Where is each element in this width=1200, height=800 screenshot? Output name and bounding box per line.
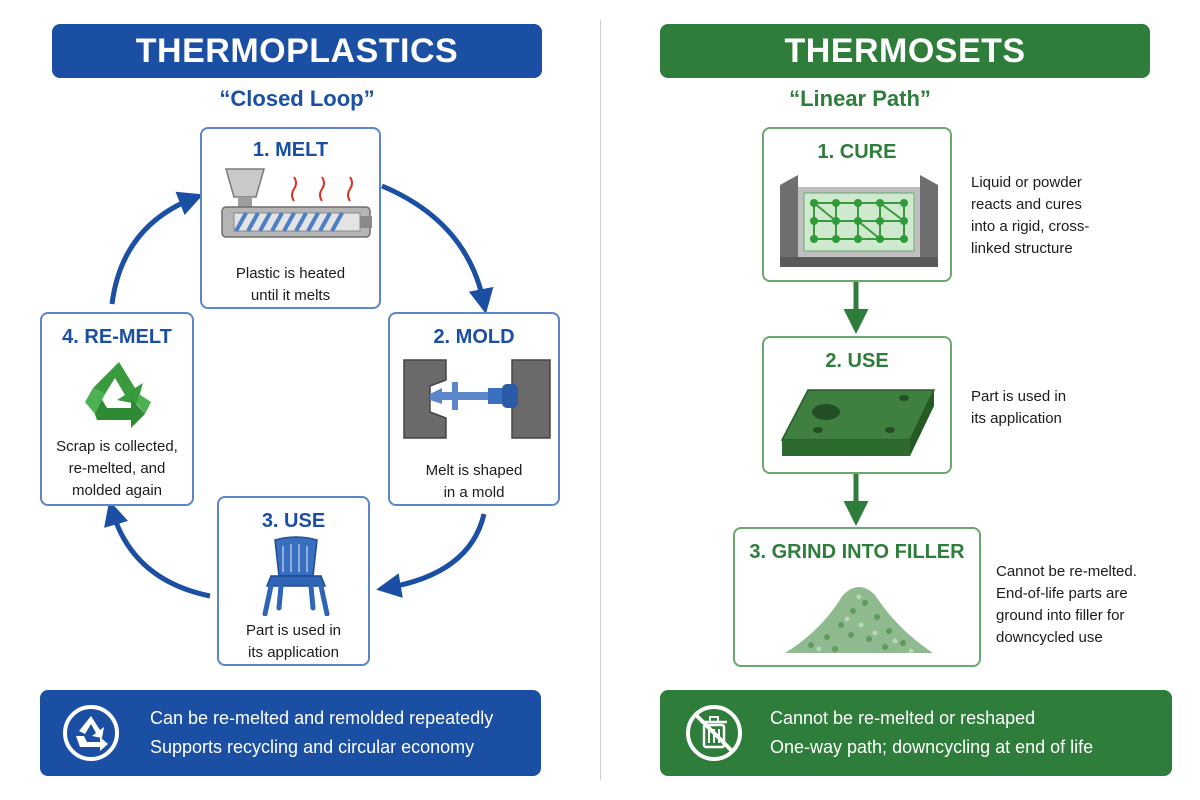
step-card-melt: 1. MELT Plastic is heated until it melts [200,127,381,309]
step-card-mold: 2. MOLD Melt is shaped in a mold [388,312,560,506]
step-desc-line: Scrap is collected, [56,438,178,455]
linear-arrows [843,282,869,526]
arrow-use-to-remelt [104,500,211,599]
footer-line-1: Can be re-melted and remolded repeatedly [150,708,494,728]
granule-pile-icon [785,587,933,654]
no-trash-icon [686,705,742,761]
arrow-melt-to-mold [381,183,494,314]
step-desc-line: re-melted, and [68,460,166,477]
step-card-use-thermoset: 2. USE [762,336,952,474]
thermosets-title: THERMOSETS [784,31,1026,70]
recycle-badge-icon [63,705,119,761]
step-title: 1. CURE [817,141,897,163]
step-title: 2. USE [825,350,889,372]
step-desc-line: its application [248,644,339,661]
step-desc-line: reacts and cures [971,196,1082,213]
step-desc-line: Part is used in [971,388,1067,405]
step-desc-line: downcycled use [996,629,1103,646]
cycle-arrows [104,183,494,599]
step-desc-line: Part is used in [245,622,342,639]
thermosets-banner: THERMOSETS [660,24,1150,78]
recycle-icon [85,362,151,428]
plate-part-icon [780,389,936,456]
step-card-cure: 1. CURE [762,127,952,282]
step-desc-line: Liquid or powder [971,174,1082,191]
step-desc-line: its application [971,410,1062,427]
chair-icon [262,536,330,616]
step-desc-line: until it melts [250,287,331,304]
step-title: 2. MOLD [433,326,515,348]
use-description: Part is used in its application [971,386,1066,430]
mold-icon [403,359,551,439]
crosslink-mold-icon [780,175,938,267]
step-title: 4. RE-MELT [62,326,172,348]
footer-line-1: Cannot be re-melted or reshaped [770,708,1036,728]
step-desc-line: Plastic is heated [235,265,346,282]
thermoplastics-banner: THERMOPLASTICS [52,24,542,78]
step-title: 3. GRIND INTO FILLER [749,541,965,563]
grind-description: Cannot be re-melted. End-of-life parts a… [996,561,1137,649]
step-card-use: 3. USE Part is used in its application [217,496,370,666]
arrow-mold-to-use [376,513,487,598]
step-card-remelt: 4. RE-MELT Scrap is collected, re-melted… [40,312,194,506]
extruder-icon [221,168,372,238]
step-card-grind: 3. GRIND INTO FILLER [733,527,981,667]
step-desc-line: in a mold [443,484,505,501]
cure-description: Liquid or powder reacts and cures into a… [971,172,1089,260]
step-desc-line: molded again [71,482,163,499]
step-title: 3. USE [261,510,326,532]
thermoplastics-footer: Can be re-melted and remolded repeatedly… [40,690,541,776]
step-desc-line: Cannot be re-melted. [996,563,1137,580]
step-desc-line: Melt is shaped [425,462,523,479]
step-desc-line: ground into filler for [996,607,1125,624]
thermosets-subtitle: “Linear Path” [789,86,931,111]
thermoplastics-subtitle: “Closed Loop” [219,86,375,111]
step-desc-line: into a rigid, cross- [971,218,1090,235]
step-desc-line: End-of-life parts are [996,585,1128,602]
step-title: 1. MELT [252,139,329,161]
footer-line-2: One-way path; downcycling at end of life [770,737,1094,757]
column-divider [600,20,601,780]
step-desc-line: linked structure [971,240,1073,257]
arrow-remelt-to-melt [109,191,204,305]
thermosets-footer: Cannot be re-melted or reshaped One-way … [660,690,1172,776]
thermoplastics-title: THERMOPLASTICS [135,31,459,70]
footer-line-2: Supports recycling and circular economy [150,737,475,757]
